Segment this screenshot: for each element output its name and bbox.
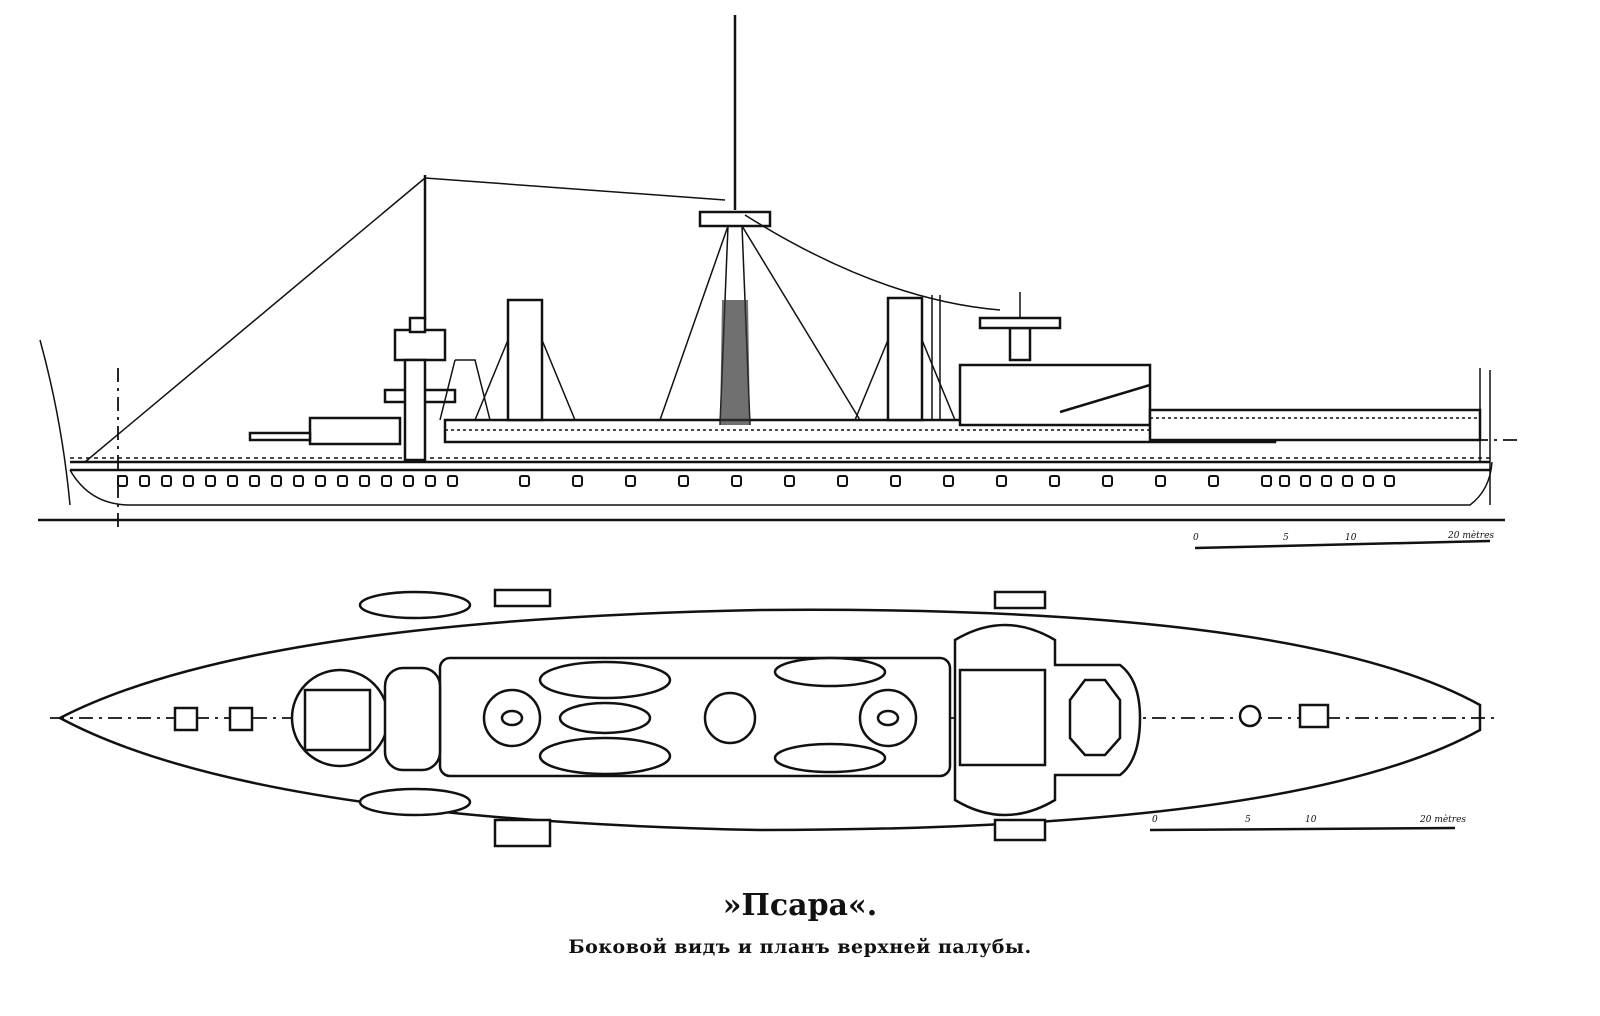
deck-plan-view: 0 5 10 20 mètres: [50, 588, 1500, 848]
porthole: [315, 475, 326, 487]
porthole-row: [117, 475, 1395, 487]
porthole: [784, 475, 795, 487]
porthole: [1102, 475, 1113, 487]
mast-plan: [703, 691, 757, 745]
scale-label: 5: [1245, 815, 1251, 825]
boat-davit: [493, 818, 552, 848]
porthole: [519, 475, 530, 487]
drawing-subtitle: Боковой видъ и планъ верхней палубы.: [568, 936, 1032, 958]
porthole: [1279, 475, 1290, 487]
porthole: [996, 475, 1007, 487]
boats: [358, 590, 887, 817]
aft-stay: [744, 214, 1001, 311]
porthole: [403, 475, 414, 487]
aft-gun: [1059, 383, 1151, 414]
forward-turret: [308, 416, 402, 446]
scale-label: 10: [1305, 815, 1317, 825]
bow-stem: [39, 339, 71, 506]
drawing-title: »Псара«.: [722, 888, 878, 923]
aft-bridge: [978, 316, 1062, 330]
fore-bridge-plan: [383, 666, 442, 772]
scale-label: 10: [1345, 533, 1357, 543]
aft-hatch: [1068, 678, 1122, 757]
porthole: [1155, 475, 1166, 487]
porthole: [227, 475, 238, 487]
porthole: [161, 475, 172, 487]
scale-label: 5: [1283, 533, 1289, 543]
porthole: [271, 475, 282, 487]
porthole: [678, 475, 689, 487]
aft-superstructure: [958, 363, 1152, 427]
boat-davit: [493, 588, 552, 608]
porthole: [1208, 475, 1219, 487]
aerial-wire: [424, 177, 726, 201]
porthole: [249, 475, 260, 487]
porthole: [1049, 475, 1060, 487]
porthole: [1321, 475, 1332, 487]
porthole: [572, 475, 583, 487]
porthole: [447, 475, 458, 487]
porthole: [1300, 475, 1311, 487]
forestay: [84, 177, 426, 463]
capstan: [1238, 704, 1262, 728]
main-mast: [659, 15, 861, 426]
porthole: [359, 475, 370, 487]
porthole: [890, 475, 901, 487]
plan-scale-bar: 0 5 10 20 mètres: [1149, 814, 1466, 832]
forward-gun: [248, 431, 312, 442]
porthole: [183, 475, 194, 487]
porthole: [625, 475, 636, 487]
side-elevation-view: 0 5 10 20 mètres: [38, 15, 1520, 550]
porthole: [943, 475, 954, 487]
scale-label: 20 mètres: [1419, 814, 1466, 825]
scale-label: 20 mètres: [1447, 530, 1494, 541]
porthole: [205, 475, 216, 487]
fore-bridge: [393, 328, 447, 362]
porthole: [1342, 475, 1353, 487]
porthole: [731, 475, 742, 487]
porthole: [293, 475, 304, 487]
porthole: [139, 475, 150, 487]
porthole: [1261, 475, 1272, 487]
porthole: [425, 475, 436, 487]
quarterdeck-rail: [1148, 408, 1482, 442]
porthole: [337, 475, 348, 487]
aft-funnel: [854, 295, 956, 422]
porthole: [381, 475, 392, 487]
upper-deck-line: [70, 460, 1490, 472]
porthole: [837, 475, 848, 487]
side-scale-bar: 0 5 10 20 mètres: [1193, 530, 1494, 550]
scale-label: 0: [1193, 533, 1199, 543]
scale-label: 0: [1152, 815, 1158, 825]
porthole: [1384, 475, 1395, 487]
porthole: [117, 475, 128, 487]
hull-outline: [69, 461, 1493, 506]
forward-funnel: [474, 298, 576, 422]
porthole: [1363, 475, 1374, 487]
